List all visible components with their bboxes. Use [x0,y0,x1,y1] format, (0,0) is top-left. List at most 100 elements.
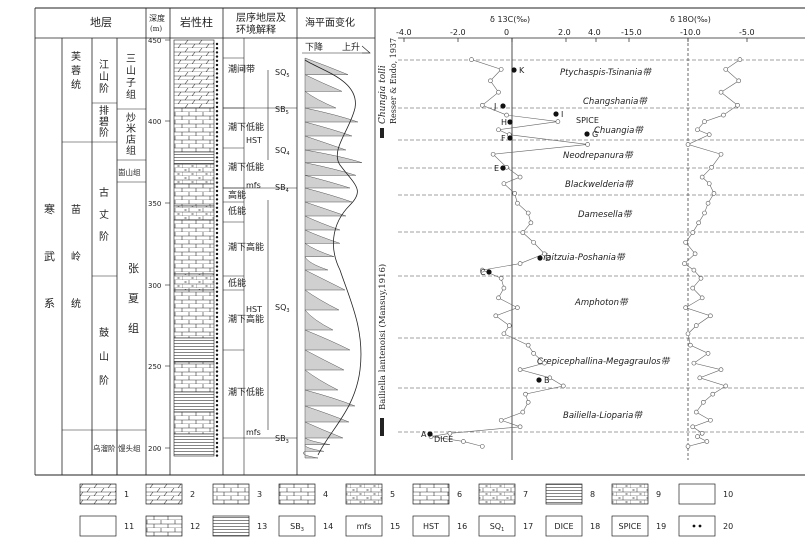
data-point [520,230,526,235]
sample-dot [215,177,219,180]
legend-number: 14 [323,522,333,531]
depth-header: 深度 [149,13,165,23]
sample-dot [215,378,219,382]
sample-dot [215,139,219,142]
svg-text:SQ3: SQ3 [275,303,290,314]
svg-text:寒: 寒 [44,202,55,216]
sample-dot [215,55,219,58]
data-point [479,444,485,449]
legend-symbol-label: SB3 [290,522,304,533]
sample-dot [215,156,219,159]
event-point [500,103,506,109]
legend-number: 15 [390,522,400,531]
data-point [501,285,507,291]
event-point [486,269,492,275]
system-label: 寒 武 系 [44,202,55,310]
sealevel-wedge [304,421,344,439]
sample-dot [215,68,219,71]
data-point [711,191,717,196]
sample-dot [215,164,219,167]
data-point [555,119,561,124]
data-point [737,57,743,62]
legend-number: 8 [590,490,595,499]
data-point [490,151,496,157]
sealevel-wedge [304,437,331,445]
data-point [683,305,688,310]
sample-dot [215,122,219,126]
sample-dot [215,294,219,298]
legend-swatch [412,483,450,505]
event-label: D [545,254,551,263]
svg-text:排: 排 [99,104,109,117]
sample-dot [215,84,219,88]
sealevel-wedge [304,389,356,407]
svg-text:古: 古 [99,186,109,199]
sample-dot [215,135,219,138]
legend-number: 10 [723,490,733,499]
sample-dot [215,215,219,218]
sample-dot [215,248,219,251]
data-point [691,267,697,273]
sample-dot [215,408,219,411]
sealevel-wedge [304,242,335,257]
column-dividers [34,8,376,475]
svg-text:潮下高能: 潮下高能 [228,313,264,325]
svg-text:芙: 芙 [71,50,81,63]
data-point [705,200,711,206]
svg-text:阶: 阶 [99,126,109,139]
data-point [685,444,691,449]
svg-text:夏: 夏 [128,292,139,305]
biozone-label: Neodrepanura带 [563,150,634,161]
sample-dot [215,441,219,445]
depth-axis: 450 400 350 300 250 200 [148,37,170,453]
legend-dot [698,524,702,528]
data-point [695,434,700,439]
sample-dot [215,131,219,134]
data-point [531,240,536,245]
data-point [479,102,485,108]
sample-dot [215,307,219,310]
sample-dot [215,89,219,92]
legend-swatch [412,515,450,537]
biozone-label: Damesella带 [578,209,633,220]
sample-dot [215,299,219,302]
data-point [498,67,504,72]
sealevel-wedge [304,107,359,123]
sample-dot [215,185,219,188]
sample-dot [215,425,219,428]
sample-dot [215,101,219,105]
c-tick-label: -2.0 [450,28,466,37]
formation-chaomidian: 炒 米 店 组 [126,112,136,157]
legend-symbol-label: HST [423,522,439,531]
sample-dot [215,446,219,449]
sample-dot [215,114,219,117]
svg-text:250: 250 [148,363,161,371]
formation-zhangxia: 张 夏 组 [128,262,139,335]
sealevel-wedge [304,229,341,244]
sample-dot [215,93,219,96]
sample-dot [215,143,219,146]
header-row: 地层 深度 (m) 岩性柱 层序地层及 环境解释 海平面变化 [35,7,805,476]
sample-dot [215,198,219,201]
legend-swatch [545,515,583,537]
sample-dot [215,105,219,109]
sealevel-wedge [304,74,343,92]
sample-dot [215,236,219,239]
sample-dot [215,63,219,67]
sample-dot [215,362,219,365]
biozone-label: Amphoton带 [574,297,629,308]
data-point [723,67,729,72]
sample-dot [215,59,219,62]
data-point [685,331,691,337]
data-point [447,431,453,436]
mfs-label: mfs [246,428,261,437]
sample-dot [215,97,219,100]
data-point [718,89,724,95]
data-point [690,285,696,291]
sample-dot [215,315,219,319]
fossil-upper-auth: Resser & Endo, 1937 [389,38,398,124]
svg-text:SQ5: SQ5 [275,68,290,79]
sample-dot [215,399,219,403]
sb-labels: SB5 SB4 SB3 [275,105,289,445]
